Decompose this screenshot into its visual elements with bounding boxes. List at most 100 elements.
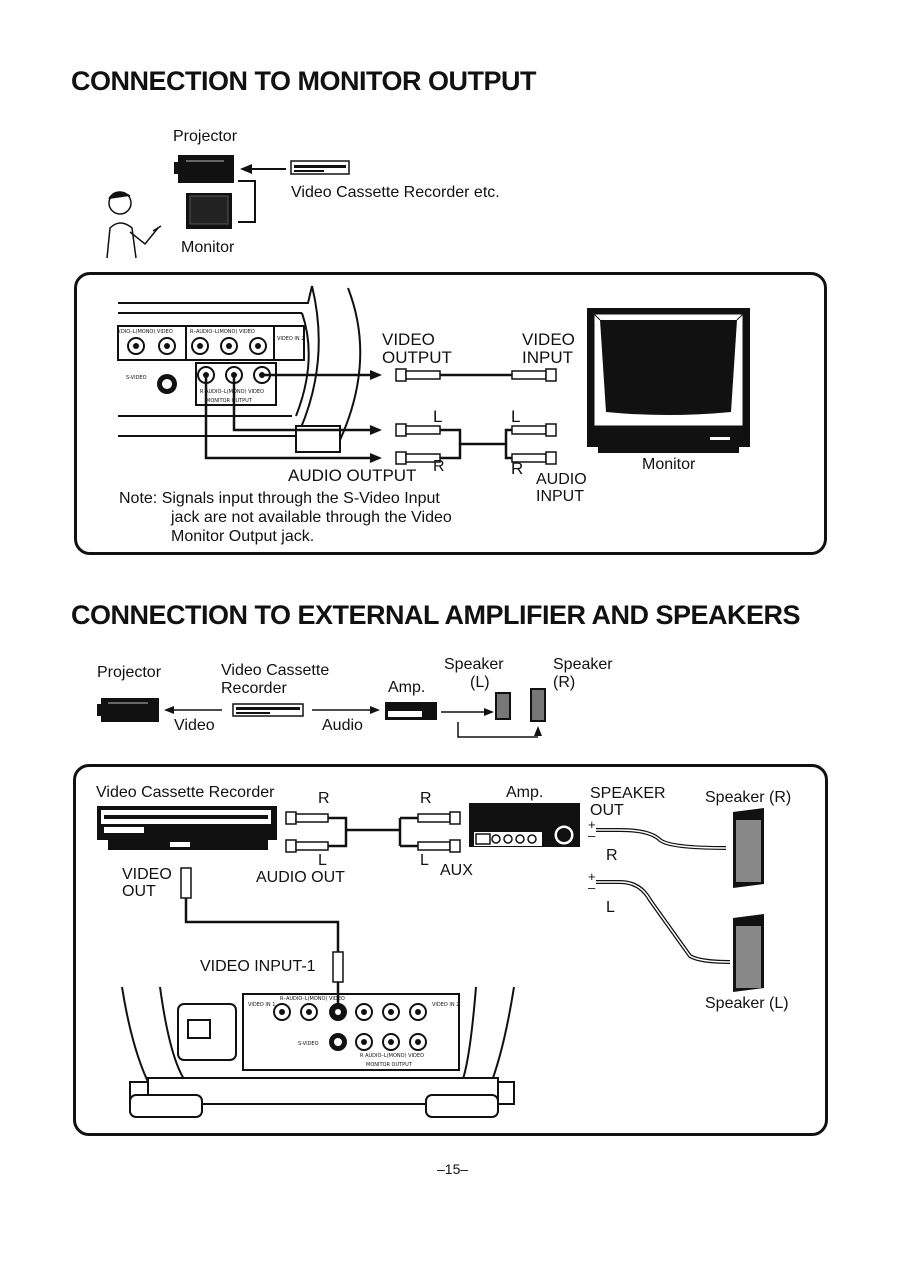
jack-label-top-2: R–AUDIO–L(MONO) VIDEO [190,329,255,335]
wire-r-label: R [606,847,618,864]
jack2-video-in1: VIDEO IN 1 [248,1002,275,1008]
plus-minus-r: +– [588,817,596,843]
audio-input-line2: INPUT [536,488,584,505]
note-line-1: Note: Signals input through the S-Video … [119,490,440,507]
overview-vcr-label: Video Cassette Recorder etc. [291,184,500,201]
aux-label: AUX [440,862,473,879]
speaker-r-icon [530,688,546,722]
amp-icon [385,702,437,720]
ov2-audio-label: Audio [322,717,363,734]
video-input-line1: VIDEO [522,330,575,349]
speaker-r-icon [733,808,764,888]
ov2-vcr-label: Video Cassette Recorder [221,662,329,698]
projector-jacks2 [273,1003,427,1051]
speaker-out-line2: OUT [590,802,624,819]
arrow-left-icon [240,164,286,174]
monitor-icon [587,308,750,453]
amp-vcr-label: Video Cassette Recorder [96,784,275,801]
monitor-output-panel [74,272,827,555]
video-output-label: VIDEO OUTPUT [382,331,452,367]
video-input-label: VIDEO INPUT [522,331,575,367]
video-input-line2: INPUT [522,348,573,367]
ch-r-left: R [433,458,445,475]
speaker-wires [596,828,731,964]
arrow-right-icon [312,706,380,714]
arrow-icons [370,370,382,463]
speaker-l-icon [733,914,764,992]
section2-title: CONNECTION TO EXTERNAL AMPLIFIER AND SPE… [71,600,801,630]
overview-projector-label: Projector [173,128,238,145]
jack2-audio-row-bottom: R AUDIO–L(MONO) VIDEO [360,1053,424,1059]
jack2-monitor-output: MONITOR OUTPUT [366,1062,413,1068]
video-output-line2: OUTPUT [382,348,452,367]
vcr-icon [97,806,277,850]
speaker-out-label: SPEAKER OUT [590,785,666,819]
video-out-label: VIDEO OUT [122,866,172,900]
monitor-icon [186,193,232,229]
ov2-speaker-r-line1: Speaker [553,656,613,673]
jack2-svideo: S-VIDEO [298,1041,319,1047]
arrow-left-icon [164,706,222,714]
jack-video-1 [158,337,176,355]
audio-out-label: AUDIO OUT [256,869,345,886]
amp-r-left: R [318,790,330,807]
plus-minus-l: +– [588,869,596,895]
projector-icon [97,698,159,722]
video-cable [180,867,344,1004]
jack2-audio-row: R–AUDIO–L(MONO) VIDEO [280,996,345,1002]
ov2-speaker-r-line2: (R) [553,674,576,691]
amp-label: Amp. [506,784,544,801]
ov2-speaker-l-line2: (L) [470,674,490,691]
video-output-line1: VIDEO [382,330,435,349]
ov2-speaker-r-label: Speaker (R) [553,656,613,692]
bracket-line [238,180,256,223]
note-line-3: Monitor Output jack. [171,528,315,545]
ch-r-right: R [511,459,524,478]
amp-r-right: R [420,790,432,807]
amplifier-panel [73,764,828,1136]
person-icon [106,191,162,259]
jack-label-video-in2: VIDEO IN 2 [277,336,304,342]
note-line-2: jack are not available through the Video [171,509,452,526]
jack-audio-l-2 [220,337,238,355]
page-number: –15– [437,1161,469,1177]
ov2-vcr-line1: Video Cassette [221,662,330,679]
ov2-projector-label: Projector [97,664,162,681]
vcr-icon [290,160,350,175]
audio-output-label: AUDIO OUTPUT [288,466,417,485]
speaker-r-label: Speaker (R) [705,789,792,806]
vcr-icon [232,703,304,717]
wire-l-label: L [606,899,615,916]
video-out-line2: OUT [122,883,156,900]
arrow-right-icon [441,708,542,738]
ov2-speaker-l-line1: Speaker [444,656,504,673]
ov2-amp-label: Amp. [388,679,426,696]
section1-title: CONNECTION TO MONITOR OUTPUT [71,66,537,96]
ov2-video-label: Video [174,717,215,734]
output-cables [204,373,372,460]
amp-l-right: L [420,852,429,869]
ov2-speaker-l-label: Speaker (L) [444,656,504,692]
jack-label-svideo: S-VIDEO [126,375,147,381]
monitor-diagram-label: Monitor [642,456,696,473]
jack-audio-r-2 [191,337,209,355]
audio-input-label: AUDIO INPUT [536,471,587,505]
projector-body [121,986,515,1118]
jack-label-monitor-output: MONITOR OUTPUT [206,398,253,404]
jack2-video-in2: VIDEO IN 2 [432,1002,459,1008]
ov2-vcr-line2: Recorder [221,680,287,697]
projector-icon [174,155,234,183]
projector-jacks [127,337,271,394]
audio-input-line1: AUDIO [536,471,587,488]
rca-plugs [395,368,557,465]
jack-svideo [157,374,177,394]
speaker-l-icon [495,692,511,720]
video-out-line1: VIDEO [122,866,172,883]
ch-l-left: L [433,407,443,426]
speaker-out-line1: SPEAKER [590,785,666,802]
jack-label-top-1: (DIO–L(MONO) VIDEO [119,329,173,335]
jack-video-2 [249,337,267,355]
amp-icon [469,803,580,847]
